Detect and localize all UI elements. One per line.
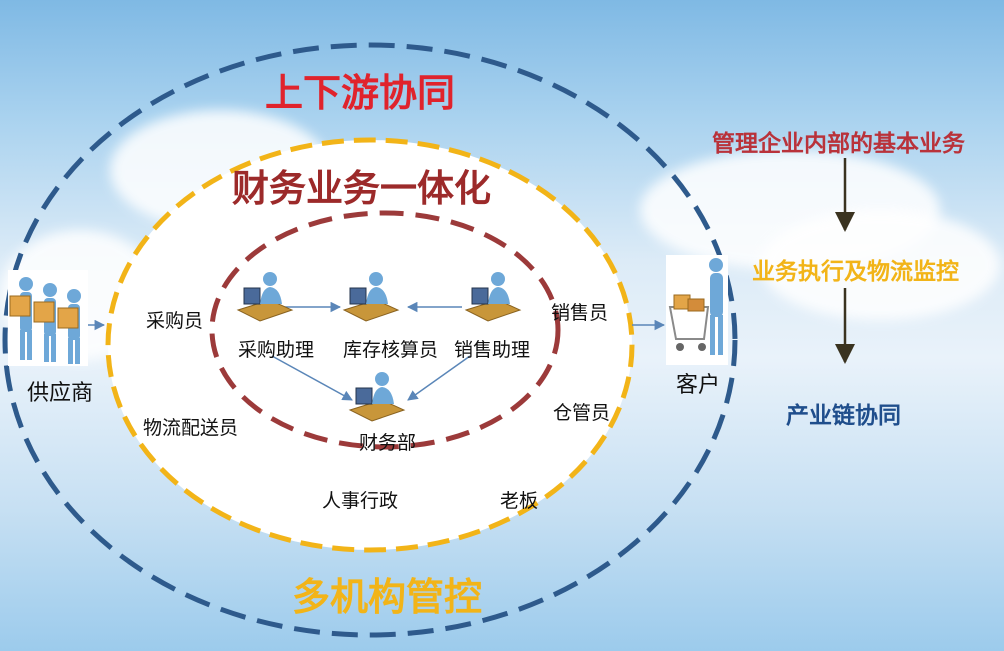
- label-finance-dept: 财务部: [359, 432, 417, 454]
- label-salesperson: 销售员: [551, 302, 609, 324]
- person-at-computer-icon: [342, 272, 400, 322]
- person-at-computer-icon: [464, 272, 522, 322]
- cloud: [760, 210, 1000, 320]
- label-supplier: 供应商: [27, 381, 94, 406]
- label-warehouse: 仓管员: [553, 402, 611, 424]
- person-at-computer-icon: [236, 272, 294, 322]
- label-sales-assistant: 销售助理: [454, 339, 531, 361]
- arrow-sales-to-finance: [407, 355, 471, 401]
- label-logistics: 物流配送员: [143, 417, 239, 439]
- flow-step-3: 产业链协同: [786, 403, 901, 429]
- label-inventory-accountant: 库存核算员: [343, 339, 439, 361]
- label-purchaser: 采购员: [146, 310, 204, 332]
- label-customer: 客户: [676, 373, 721, 398]
- arrow-purchasing-to-finance: [271, 355, 353, 401]
- person-at-computer-icon: [348, 372, 406, 422]
- flow-step-2: 业务执行及物流监控: [752, 259, 959, 285]
- shopping-cart-icon: [666, 255, 728, 365]
- outer-ring: [2, 42, 738, 638]
- inner-ring: [209, 210, 561, 450]
- label-hr-admin: 人事行政: [322, 490, 399, 512]
- middle-title: 财务业务一体化: [232, 167, 491, 210]
- outer-title: 上下游协同: [265, 71, 456, 115]
- bottom-title: 多机构管控: [292, 575, 483, 619]
- boxes-carrier-icon: [8, 270, 88, 366]
- flow-step-1: 管理企业内部的基本业务: [712, 131, 965, 157]
- label-purchasing-assistant: 采购助理: [238, 339, 315, 361]
- label-boss: 老板: [500, 490, 539, 512]
